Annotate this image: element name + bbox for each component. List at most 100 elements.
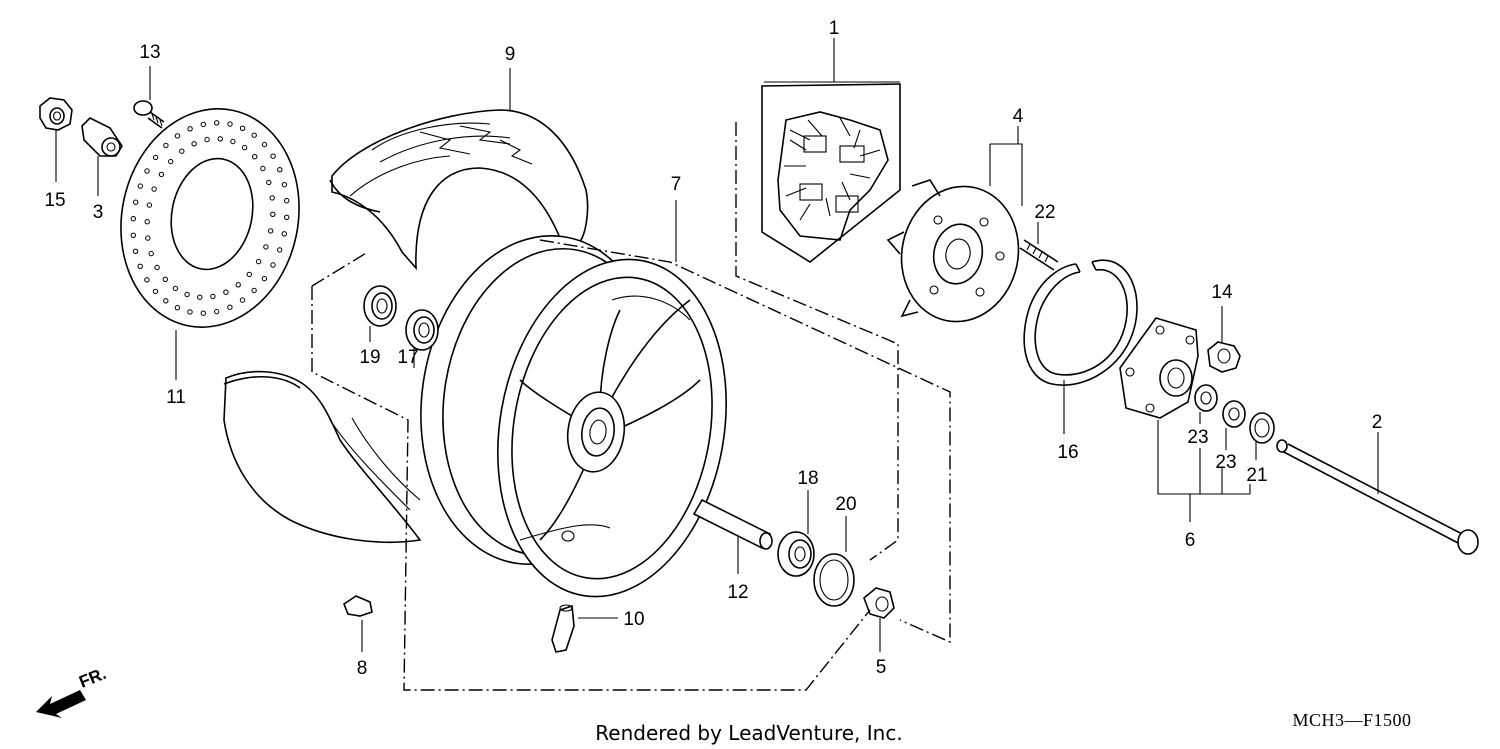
disc-hole [137, 263, 143, 269]
disc-hole [187, 309, 193, 315]
disc-hole [263, 244, 269, 250]
bearing-19[interactable] [363, 285, 397, 327]
callout-13: 13 [139, 42, 160, 63]
disc-hole [270, 211, 276, 218]
disc-hole [251, 287, 257, 294]
disc-hole [241, 144, 248, 151]
snap-ring[interactable] [1023, 259, 1138, 386]
disc-hole [144, 219, 150, 225]
diagram-code: MCH3—F1500 [1292, 710, 1411, 730]
disc-hole [284, 198, 290, 204]
disc-hole [255, 258, 262, 265]
front-marker: FR. [76, 664, 109, 692]
disc-hole [223, 289, 229, 295]
callout-16: 16 [1057, 442, 1078, 463]
tire[interactable] [223, 109, 589, 544]
disc-hole [267, 228, 274, 234]
bearing-23a[interactable] [1194, 384, 1218, 412]
callout-14: 14 [1211, 282, 1233, 303]
disc-hole [132, 248, 139, 255]
disc-hole [130, 216, 137, 222]
disc-hole [197, 294, 203, 300]
disc-hole [200, 121, 207, 128]
bearing-18[interactable] [777, 531, 815, 577]
disc-hole [137, 183, 144, 189]
disc-hole [151, 186, 157, 192]
disc-hole [130, 232, 137, 239]
side-collar[interactable] [863, 587, 895, 619]
driven-flange[interactable] [886, 175, 1031, 332]
callout-4: 4 [1013, 106, 1024, 127]
distance-collar[interactable] [692, 498, 773, 550]
disc-hole [261, 275, 268, 282]
callout-22: 22 [1034, 202, 1055, 223]
disc-hole [277, 247, 283, 253]
disc-hole [269, 195, 275, 201]
disc-hole [168, 158, 174, 165]
callout-21: 21 [1246, 465, 1267, 486]
disc-hole [200, 310, 207, 316]
callout-12: 12 [727, 582, 748, 603]
wheel-rim[interactable] [400, 220, 752, 615]
disc-hole [145, 235, 151, 241]
disc-screw[interactable] [133, 100, 165, 129]
dust-seal[interactable] [1249, 412, 1275, 444]
callout-2: 2 [1372, 412, 1383, 433]
group-outlines [311, 83, 951, 691]
disc-hole [144, 168, 150, 174]
disc-hole [261, 141, 268, 148]
disc-hole [251, 132, 257, 138]
final-driven-flange[interactable] [1119, 317, 1199, 419]
bearing-23b[interactable] [1222, 400, 1246, 428]
disc-hole [281, 182, 288, 188]
disc-hole [227, 121, 233, 127]
callout-9: 9 [505, 44, 516, 65]
flange-nut[interactable] [39, 97, 73, 131]
disc-hole [252, 154, 258, 160]
callout-11: 11 [166, 387, 186, 408]
disc-hole [146, 202, 153, 208]
disc-hole [174, 133, 181, 139]
callout-1: 1 [829, 18, 840, 39]
callout-8: 8 [357, 658, 368, 679]
callout-10: 10 [623, 609, 644, 630]
tire-valve[interactable] [551, 604, 575, 653]
oil-seal[interactable] [813, 553, 855, 607]
disc-hole [184, 291, 190, 298]
disc-hole [162, 276, 169, 282]
callout-19: 19 [359, 347, 380, 368]
disc-hole [227, 304, 233, 310]
disc-hole [266, 179, 272, 186]
disc-hole [210, 293, 216, 300]
callout-15: 15 [44, 190, 65, 211]
stud-bolt[interactable] [1019, 239, 1059, 271]
callout-20: 20 [835, 494, 856, 515]
disc-hole [270, 262, 276, 268]
callout-3: 3 [93, 202, 104, 223]
disc-hole [204, 136, 210, 143]
disc-hole [158, 171, 165, 178]
front-direction-arrow-icon [36, 690, 86, 718]
balance-weight[interactable] [343, 595, 373, 617]
callout-7: 7 [671, 174, 682, 195]
callout-6: 6 [1185, 530, 1196, 551]
disc-hole [133, 199, 139, 205]
disc-hole [172, 285, 179, 292]
callout-18: 18 [797, 468, 818, 489]
rear-axle[interactable] [1276, 439, 1479, 555]
damper-rubber-set[interactable] [777, 111, 889, 241]
render-caption: Rendered by LeadVenture, Inc. [595, 721, 902, 745]
axle-nut[interactable] [1207, 341, 1241, 373]
disc-hole [217, 136, 223, 142]
disc-hole [239, 297, 246, 303]
bearing-17[interactable] [405, 309, 439, 351]
disc-hole [239, 125, 246, 132]
disc-hole [191, 141, 197, 147]
disc-hole [163, 142, 169, 149]
disc-hole [163, 298, 169, 304]
brake-disc[interactable] [101, 92, 319, 344]
disc-hole [277, 167, 283, 173]
disc-hole [152, 154, 159, 161]
collar[interactable] [81, 117, 123, 157]
